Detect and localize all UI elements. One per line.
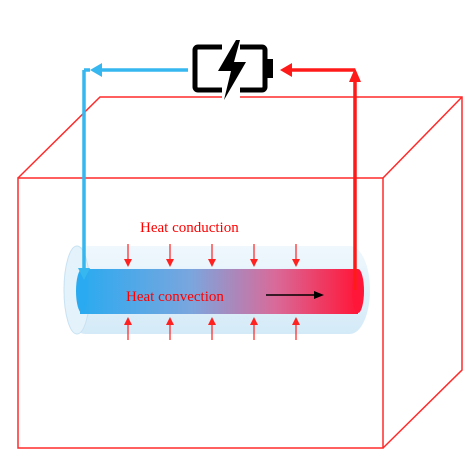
convection-arrow — [266, 291, 324, 299]
box-front-face — [17, 177, 384, 449]
heat-conduction-label: Heat conduction — [140, 220, 239, 236]
conduction-arrow-top-5 — [292, 244, 300, 267]
heat-convection-label: Heat convection — [126, 289, 224, 305]
conduction-arrows-bottom — [124, 317, 300, 340]
cold-circuit-line — [78, 63, 188, 280]
conduction-arrow-bottom-2 — [166, 317, 174, 340]
conduction-arrow-top-3 — [208, 244, 216, 267]
conduction-arrows-top — [124, 244, 300, 267]
box-right-back-top-edge — [382, 96, 463, 179]
conduction-arrow-top-1 — [124, 244, 132, 267]
conduction-arrow-bottom-1 — [124, 317, 132, 340]
conduction-arrow-top-4 — [250, 244, 258, 267]
conduction-arrow-bottom-3 — [208, 317, 216, 340]
fluid-pipe — [76, 269, 364, 314]
hot-circuit-line — [280, 63, 361, 290]
conduction-arrow-top-2 — [166, 244, 174, 267]
battery-charging-icon — [192, 40, 273, 100]
conduction-arrow-bottom-4 — [250, 317, 258, 340]
box-outline — [17, 96, 463, 449]
conduction-arrow-bottom-5 — [292, 317, 300, 340]
